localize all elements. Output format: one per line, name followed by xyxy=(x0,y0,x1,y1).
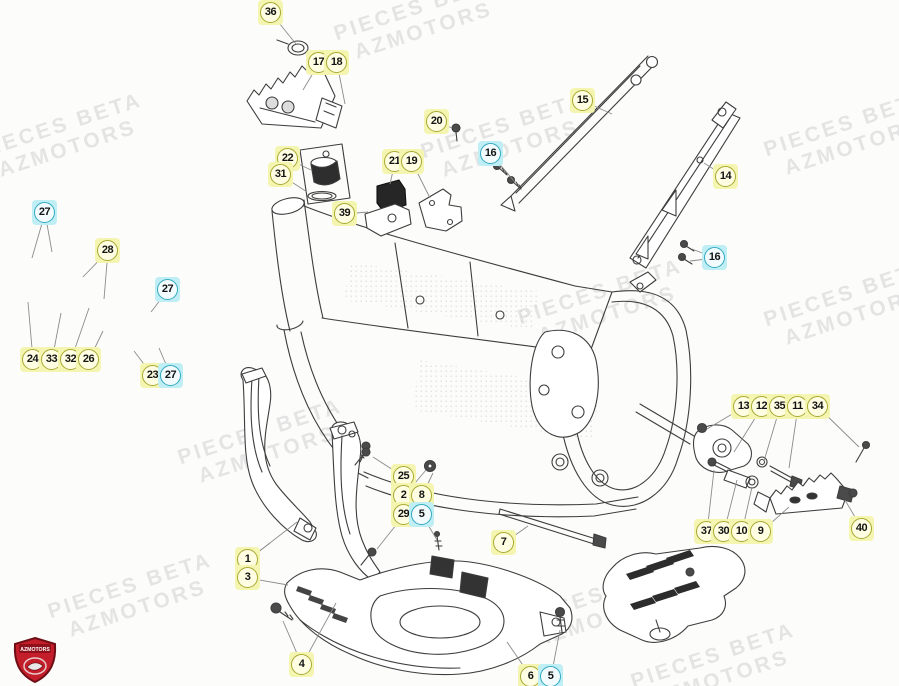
bracket-part xyxy=(418,188,463,232)
callout-4[interactable]: 4 xyxy=(289,652,314,677)
callout-16[interactable]: 16 xyxy=(478,141,503,166)
callout-6[interactable]: 6 xyxy=(518,664,543,686)
callout-40[interactable]: 40 xyxy=(849,516,874,541)
callout-number: 4 xyxy=(291,654,312,675)
callout-number: 16 xyxy=(480,143,501,164)
callout-number: 18 xyxy=(326,52,347,73)
callout-number: 27 xyxy=(34,202,55,223)
callout-number: 28 xyxy=(97,240,118,261)
callout-18[interactable]: 18 xyxy=(324,50,349,75)
bolt-part-4 xyxy=(270,602,294,621)
callout-27[interactable]: 27 xyxy=(158,363,183,388)
callout-number: 3 xyxy=(237,567,258,588)
callout-number: 5 xyxy=(411,504,432,525)
rail-part-15 xyxy=(500,55,659,212)
callout-34[interactable]: 34 xyxy=(805,394,830,419)
callout-number: 9 xyxy=(750,521,771,542)
ribbed-guard-part xyxy=(602,545,746,643)
callout-7[interactable]: 7 xyxy=(491,530,516,555)
callout-5[interactable]: 5 xyxy=(538,664,563,686)
callout-31[interactable]: 31 xyxy=(268,162,293,187)
callout-number: 15 xyxy=(572,90,593,111)
callout-19[interactable]: 19 xyxy=(399,149,424,174)
callout-number: 27 xyxy=(157,279,178,300)
lower-link-part xyxy=(707,457,759,489)
callout-number: 36 xyxy=(260,2,281,23)
small-bolt-part xyxy=(451,123,461,142)
callout-5[interactable]: 5 xyxy=(409,502,434,527)
callout-number: 39 xyxy=(334,203,355,224)
callout-15[interactable]: 15 xyxy=(570,88,595,113)
callout-36[interactable]: 36 xyxy=(258,0,283,25)
callout-16[interactable]: 16 xyxy=(702,245,727,270)
rubber-pad-part xyxy=(376,179,407,213)
callout-number: 16 xyxy=(704,247,725,268)
callout-number: 27 xyxy=(160,365,181,386)
logo-text: AZMOTORS xyxy=(20,647,50,653)
hardware-cluster-part xyxy=(354,447,443,566)
callout-number: 5 xyxy=(540,666,561,686)
callout-3[interactable]: 3 xyxy=(235,565,260,590)
callout-9[interactable]: 9 xyxy=(748,519,773,544)
callout-39[interactable]: 39 xyxy=(332,201,357,226)
bolt-pair-16a xyxy=(492,161,522,190)
callout-number: 40 xyxy=(851,518,872,539)
callout-number: 20 xyxy=(426,111,447,132)
rear-footrest-part xyxy=(753,472,858,515)
callout-20[interactable]: 20 xyxy=(424,109,449,134)
callout-number: 14 xyxy=(715,166,736,187)
callout-27[interactable]: 27 xyxy=(155,277,180,302)
long-bolt-part-7 xyxy=(498,508,607,549)
callout-number: 23 xyxy=(142,365,163,386)
cap-oring-part xyxy=(299,143,351,205)
callout-number: 8 xyxy=(411,485,432,506)
callout-number: 26 xyxy=(78,349,99,370)
callout-number: 34 xyxy=(807,396,828,417)
callout-28[interactable]: 28 xyxy=(95,238,120,263)
callout-14[interactable]: 14 xyxy=(713,164,738,189)
azmotors-logo: AZMOTORS xyxy=(13,636,57,684)
callout-26[interactable]: 26 xyxy=(76,347,101,372)
rail-part-14 xyxy=(629,101,741,269)
bolt-part-5b xyxy=(554,606,566,633)
callout-number: 31 xyxy=(270,164,291,185)
callout-27[interactable]: 27 xyxy=(32,200,57,225)
frame-guard-left-part xyxy=(240,367,317,543)
callout-number: 7 xyxy=(493,532,514,553)
bolt-pair-16b xyxy=(677,239,695,265)
callout-number: 19 xyxy=(401,151,422,172)
skid-plate-part xyxy=(284,555,573,676)
main-frame-part xyxy=(271,197,692,518)
